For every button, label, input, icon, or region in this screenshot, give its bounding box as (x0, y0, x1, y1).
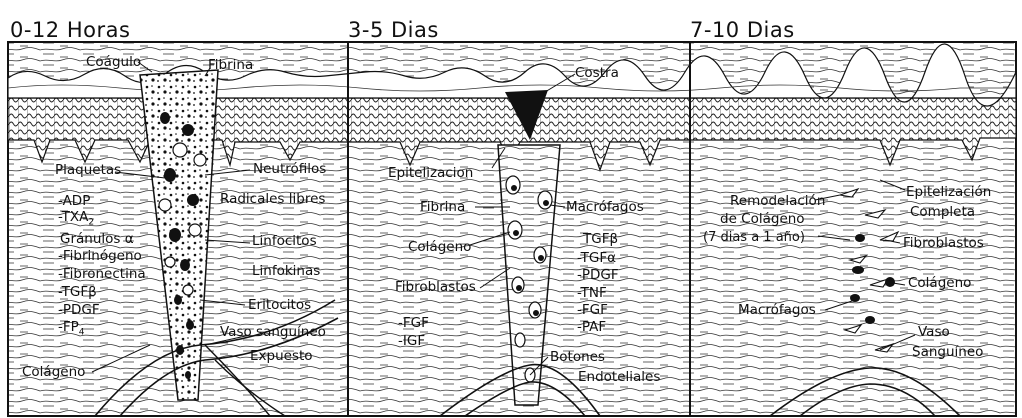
label-colageno-2: Colágeno (408, 240, 471, 255)
label-vaso: Vaso (918, 325, 950, 340)
label-pdgf-2: -PDGF (577, 268, 619, 283)
label-colageno-3: Colágeno (908, 276, 971, 291)
label-fgf-1: -FGF (398, 316, 429, 331)
label-eritocitos: Eritocitos (248, 298, 311, 313)
label-granulos: Gránulos α (60, 232, 134, 247)
label-costra: Costra (575, 66, 619, 81)
label-txa2: -TXA2 (58, 210, 94, 231)
label-tgfb-2: TGFβ (583, 232, 618, 247)
label-tnf: -TNF (577, 286, 607, 301)
label-adp: -ADP (58, 194, 90, 209)
label-remodelacion: Remodelación (730, 194, 825, 209)
label-tgfb: -TGFβ (58, 285, 97, 300)
label-fibronectina: -Fibronectina (58, 267, 146, 282)
label-fibrina-2: Fibrina (420, 200, 465, 215)
label-endoteliales: Endoteliales (578, 370, 660, 385)
label-paf: -PAF (577, 320, 606, 335)
label-macrofagos-2: Macrófagos (566, 200, 644, 215)
label-fibrinogeno: -Fibrinógeno (58, 249, 142, 264)
label-fibrina: Fibrina (208, 58, 253, 73)
label-epitelizacion: Epitelizacion (388, 166, 473, 181)
label-fibroblastos-2: Fibroblastos (395, 280, 476, 295)
label-completa: Completa (910, 205, 975, 220)
label-neutrofilos: Neutrófilos (253, 162, 326, 177)
label-igf: -IGF (398, 334, 425, 349)
label-fgf-2: -FGF (577, 303, 608, 318)
label-tgfa: -TGFα (577, 251, 616, 266)
label-vaso-sanguineo: Vaso sanguíneo (220, 325, 326, 340)
label-linfocitos: Linfocitos (252, 234, 317, 249)
label-radicales-libres: Radicales libres (220, 192, 325, 207)
label-fibroblastos-3: Fibroblastos (903, 236, 984, 251)
label-colageno-1: Colágeno (22, 365, 85, 380)
label-sanguineo: Sanguíneo (912, 345, 983, 360)
label-expuesto: Expuesto (250, 349, 313, 364)
label-pdgf: -PDGF (58, 303, 100, 318)
label-de-colageno: de Colágeno (720, 212, 805, 227)
label-plaquetas: Plaquetas (55, 163, 121, 178)
label-botones: Botones (550, 350, 605, 365)
label-macrofagos-3: Macrófagos (738, 303, 816, 318)
label-periodo: (7 dias a 1 año) (703, 230, 805, 245)
label-coagulo: Coágulo (86, 55, 141, 70)
label-linfokinas: Linfokinas (252, 264, 320, 279)
label-epitelizacion-completa: Epitelización (906, 185, 991, 200)
label-fp4: -FP4 (58, 320, 85, 341)
